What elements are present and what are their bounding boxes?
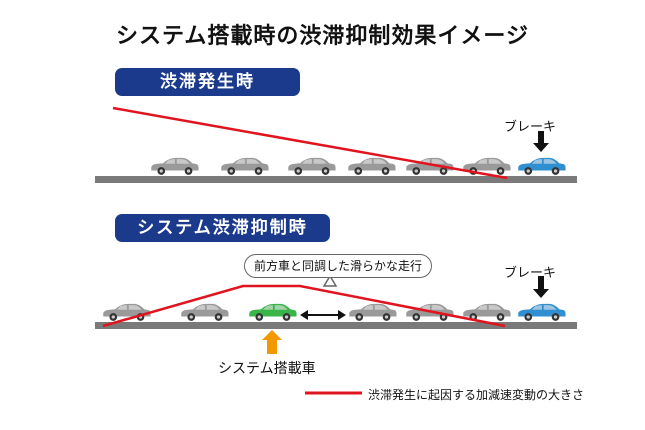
gray-car xyxy=(221,157,269,175)
brake-arrow-bottom xyxy=(533,276,549,298)
gray-car xyxy=(181,303,229,321)
gray-car xyxy=(348,157,396,175)
callout-pointer xyxy=(322,274,338,287)
gray-car xyxy=(151,157,199,175)
panel-label-congestion: 渋滞発生時 xyxy=(115,68,300,96)
smooth-driving-callout: 前方車と同調した滑らかな走行 xyxy=(244,254,432,278)
gap-double-arrow xyxy=(300,310,346,320)
gray-car xyxy=(288,157,336,175)
diagram-title: システム搭載時の渋滞抑制効果イメージ xyxy=(116,24,529,49)
system-car-label: システム搭載車 xyxy=(218,361,316,377)
accel-variation-line-top xyxy=(112,106,508,180)
accel-variation-line-bottom xyxy=(102,284,506,328)
braking-car xyxy=(518,303,566,321)
system-car xyxy=(249,303,297,321)
panel-label-system: システム渋滞抑制時 xyxy=(115,214,330,242)
braking-car xyxy=(518,157,566,175)
system-car-pointer-arrow xyxy=(262,330,282,354)
legend-label: 渋滞発生に起因する加減速変動の大きさ xyxy=(368,388,585,402)
road-top xyxy=(95,176,577,183)
brake-arrow-top xyxy=(533,131,549,152)
gray-car xyxy=(349,303,397,321)
road-bottom xyxy=(95,322,577,329)
